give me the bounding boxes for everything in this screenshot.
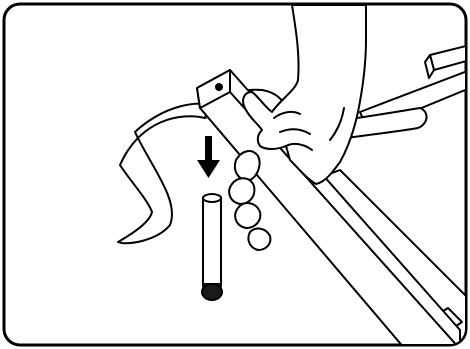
rod-hole [216,84,222,90]
rod-pin-icon [202,194,222,300]
